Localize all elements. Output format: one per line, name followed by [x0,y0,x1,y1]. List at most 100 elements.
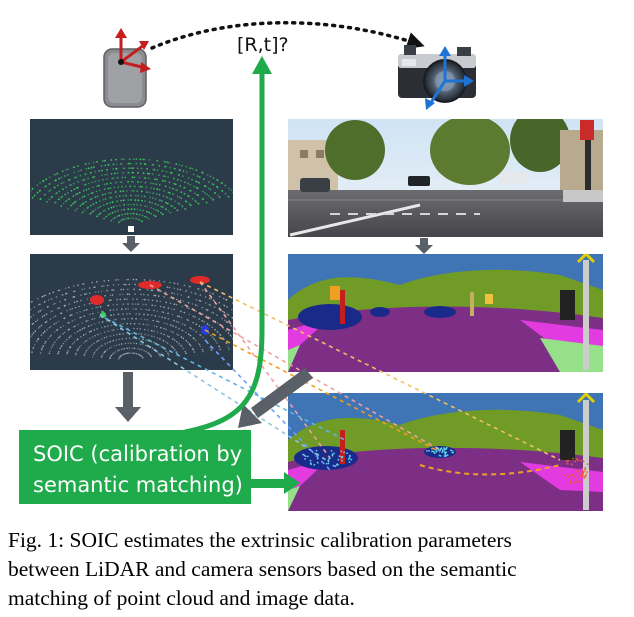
lidar-point [109,357,111,360]
lidar-point [144,205,147,208]
lidar-point [163,296,165,298]
lidar-point [99,200,101,202]
lidar-point [104,295,106,297]
lidar-point [103,337,106,339]
lidar-point [148,211,150,214]
lidar-point [112,163,115,166]
lidar-point [123,353,125,356]
lidar-point [216,322,219,325]
lidar-point [88,182,90,185]
lidar-point [85,309,88,311]
lidar-point [101,355,103,357]
lidar-point [165,301,167,304]
lidar-point [126,190,128,192]
lidar-point [172,325,174,327]
lidar-point [117,209,119,212]
lidar-point [132,167,134,170]
lidar-point [118,357,120,359]
lidar-point [139,343,141,345]
lidar-point [191,197,194,200]
projected-point [335,464,338,466]
lidar-point [122,303,124,306]
lidar-point [98,189,101,192]
lidar-point [165,208,167,211]
lidar-point [101,326,103,329]
transform-dotted-arrow [150,20,425,50]
lidar-point [150,355,153,358]
lidar-point [218,196,221,199]
lidar-point [143,279,146,281]
lidar-point [232,338,233,340]
lidar-point [172,193,174,196]
lidar-point [146,210,148,213]
lidar-point [89,198,92,201]
lidar-point [173,282,175,285]
lidar-point [119,293,121,296]
lidar-point [127,317,129,320]
lidar-point [7,344,9,346]
lidar-point [6,347,8,349]
lidar-point [26,319,28,321]
lidar-point [42,345,44,347]
lidar-point [68,321,70,324]
projected-point [327,462,330,465]
lidar-point [212,198,215,201]
lidar-point [62,188,64,191]
lidar-point [165,291,167,293]
lidar-point [83,189,85,192]
lidar-point [147,294,149,296]
lidar-point [145,308,147,311]
lidar-point [173,292,176,295]
lidar-point [207,195,210,197]
lidar-point [87,206,89,209]
lidar-point [256,332,258,334]
lidar-point [68,178,71,181]
lidar-point [76,186,79,189]
projected-point [579,475,582,477]
lidar-point [66,174,69,176]
lidar-point [247,312,249,314]
lidar-point [30,316,32,319]
lidar-point [204,185,207,188]
lidar-point [113,289,115,291]
lidar-point [222,310,224,313]
lidar-point [208,181,210,183]
lidar-point [212,183,215,186]
lidar-point [240,315,242,317]
lidar-point [246,331,248,333]
lidar-point [178,196,181,199]
lidar-point [98,316,101,319]
lidar-point [129,212,132,215]
lidar-point [188,195,190,198]
lidar-point [214,328,216,331]
lidar-point [124,353,127,355]
lidar-point [181,323,184,325]
lidar-point [136,298,138,301]
lidar-point [48,326,51,329]
lidar-point [129,162,132,165]
lidar-point [91,181,94,184]
lidar-point [64,193,67,196]
lidar-point [227,332,230,334]
lidar-point [245,344,247,346]
lidar-point [66,292,68,295]
lidar-point [141,343,144,346]
lidar-point [133,352,136,355]
lidar-point [67,350,69,352]
lidar-point [160,345,162,348]
lidar-point [110,191,112,194]
lidar-point [130,194,132,197]
lidar-point [84,340,87,343]
lidar-point [156,331,159,334]
lidar-point [177,202,180,205]
lidar-point [97,306,99,308]
projected-point [584,468,586,471]
lidar-point [144,200,147,203]
lidar-point [27,340,29,342]
lidar-point [36,184,39,187]
lidar-point [171,345,173,348]
lidar-point [237,313,239,315]
lidar-point [193,185,196,188]
lidar-point [165,328,167,331]
lidar-point [163,190,166,192]
